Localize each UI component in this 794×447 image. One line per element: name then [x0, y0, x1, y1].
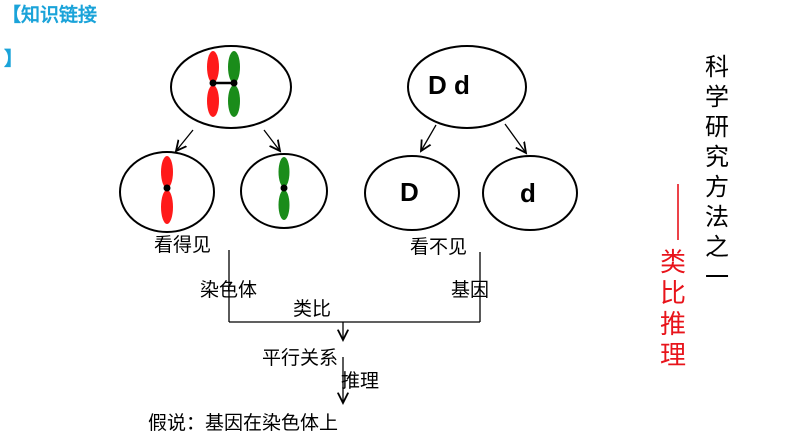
analogy-label: 类比 [293, 298, 332, 320]
hypothesis-label: 假说：基因在染色体上 [148, 412, 339, 434]
red-chromosome-icon [161, 156, 173, 224]
gene-label: 基因 [451, 279, 490, 301]
arrow-left-1 [176, 129, 194, 151]
allele-d-label: d [520, 178, 536, 208]
arrow-right-2 [504, 123, 526, 153]
allele-D-label: D [400, 177, 419, 207]
parent-cell-chromosomes [170, 45, 292, 129]
chromosome-pair-icon [207, 51, 240, 117]
visible-label: 看得见 [154, 234, 212, 256]
daughter-cell-d [482, 155, 578, 231]
reasoning-label: 推理 [341, 370, 380, 392]
arrow-right-1 [421, 124, 437, 151]
green-chromosome-icon [278, 157, 290, 220]
parent-cell-genes [407, 45, 527, 129]
arrow-left-2 [263, 129, 280, 151]
genotype-parent-label: D d [428, 70, 470, 100]
section-header: 【知识链接 [2, 4, 98, 26]
parallel-relation-label: 平行关系 [262, 347, 339, 369]
invisible-label: 看不见 [410, 236, 468, 258]
chromosome-label: 染色体 [200, 279, 258, 301]
sidebar-method-text: 科 学 研 究 方 法 之 一 [705, 53, 729, 291]
section-header-close: 】 [4, 48, 24, 70]
sidebar-topic-text: 类 比 推 理 [659, 248, 686, 371]
daughter-cell-D [364, 155, 460, 231]
